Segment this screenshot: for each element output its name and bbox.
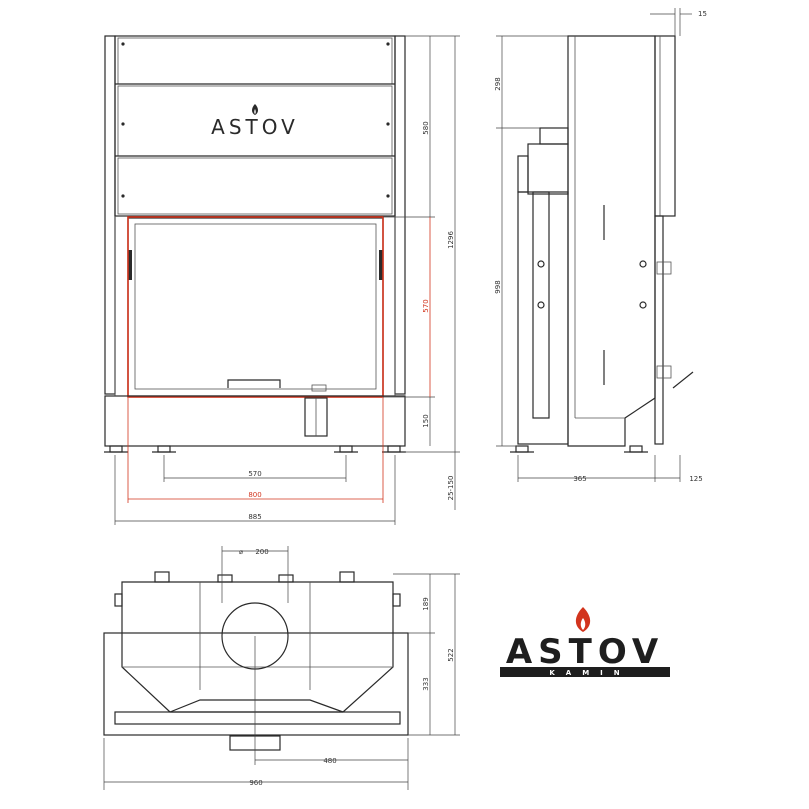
front-brand-label: ASTOV xyxy=(211,115,299,139)
dim-total-height: 1296 xyxy=(447,231,455,249)
dim-rear: 125 xyxy=(689,475,702,483)
logo-subtitle-bar xyxy=(500,667,670,677)
dim-top-total-width: 960 xyxy=(249,779,262,787)
logo-subtitle: KAMIN xyxy=(549,669,630,677)
dim-upper: 298 xyxy=(494,77,502,90)
diameter-symbol: ⌀ xyxy=(239,548,243,556)
side-view: 15 298 998 365 125 xyxy=(494,8,707,483)
dim-door-height: 570 xyxy=(422,299,430,312)
dim-rear-depth: 189 xyxy=(422,597,430,610)
front-flame-icon xyxy=(252,104,258,115)
dim-feet-spacing: 570 xyxy=(248,470,261,478)
dim-top-section: 580 xyxy=(422,121,430,134)
astov-logo: ASTOV KAMIN xyxy=(500,607,670,677)
dim-door-width: 800 xyxy=(248,491,261,499)
front-view: ASTOV 570 800 xyxy=(104,35,460,525)
dim-lower: 998 xyxy=(494,280,502,293)
dim-depth: 365 xyxy=(573,475,586,483)
dim-total-depth: 522 xyxy=(447,648,455,661)
dim-base-height: 150 xyxy=(422,414,430,427)
dim-flue-offset: 480 xyxy=(323,757,336,765)
dim-total-width: 885 xyxy=(248,513,261,521)
dim-top-offset: 15 xyxy=(698,10,707,18)
logo-name: ASTOV xyxy=(506,632,664,672)
logo-flame-icon xyxy=(575,607,591,632)
dim-front-depth: 333 xyxy=(422,677,430,690)
dim-flue-diameter: 200 xyxy=(255,548,268,556)
top-view: ⌀ 200 189 333 522 480 960 xyxy=(103,546,460,790)
dim-feet-height: 25-150 xyxy=(447,476,455,501)
